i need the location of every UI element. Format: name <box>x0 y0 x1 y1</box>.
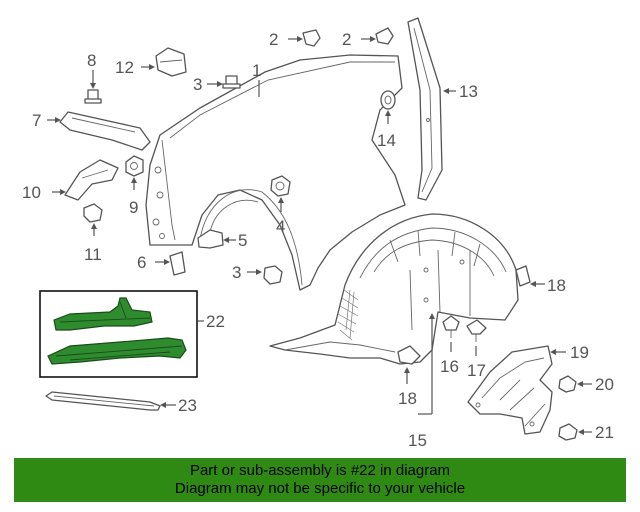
callout-17: 17 <box>467 361 486 380</box>
banner-line-1: Part or sub-assembly is #22 in diagram <box>189 462 451 479</box>
part-2-clip-a[interactable] <box>302 29 321 47</box>
callout-16: 16 <box>440 357 459 376</box>
callout-18a: 18 <box>547 276 566 295</box>
callout-4: 4 <box>276 217 285 236</box>
callout-15: 15 <box>408 431 427 450</box>
callout-1: 1 <box>252 61 261 80</box>
callout-3a: 3 <box>193 75 202 94</box>
part-15-wheelhouse-liner[interactable] <box>269 213 519 365</box>
part-11-bolt[interactable] <box>83 203 103 223</box>
part-10-bracket[interactable] <box>64 159 119 201</box>
callout-3b: 3 <box>232 263 241 282</box>
callout-13: 13 <box>459 82 478 101</box>
callout-2b: 2 <box>342 30 351 49</box>
part-8-bolt[interactable] <box>84 89 102 104</box>
callout-22: 22 <box>206 312 225 331</box>
part-16-pin[interactable] <box>442 315 460 338</box>
part-14-plug[interactable] <box>380 90 396 110</box>
callout-6: 6 <box>137 253 146 272</box>
part-13-seal[interactable] <box>407 17 443 201</box>
callout-20: 20 <box>595 375 614 394</box>
part-7-bracket[interactable] <box>59 111 151 151</box>
part-18-retainer-b[interactable] <box>397 345 421 365</box>
callout-12: 12 <box>115 58 134 77</box>
part-4-nut[interactable] <box>270 175 291 197</box>
callout-19: 19 <box>570 343 589 362</box>
callout-7: 7 <box>32 111 41 130</box>
banner-line-2: Diagram may not be specific to your vehi… <box>174 480 466 497</box>
part-3-bolt-b[interactable] <box>263 265 283 285</box>
part-3-bolt-a[interactable] <box>222 75 241 89</box>
part-1-fender[interactable] <box>145 54 406 291</box>
part-12-bracket[interactable] <box>155 47 187 77</box>
callout-23: 23 <box>178 396 197 415</box>
part-22-seal-upper[interactable] <box>53 297 153 331</box>
part-22-seal-lower[interactable] <box>47 337 187 365</box>
part-19-splash-shield[interactable] <box>467 345 553 435</box>
part-20-fastener[interactable] <box>558 375 577 393</box>
callout-11: 11 <box>84 245 102 264</box>
part-18-retainer-a[interactable] <box>515 265 531 287</box>
callout-2a: 2 <box>269 30 278 49</box>
part-5-retainer[interactable] <box>197 229 224 249</box>
callout-21: 21 <box>595 423 614 442</box>
part-2-clip-b[interactable] <box>375 27 394 45</box>
callout-14: 14 <box>377 131 396 150</box>
part-23-molding[interactable] <box>45 391 161 411</box>
part-21-fastener[interactable] <box>558 423 578 441</box>
callout-10: 10 <box>22 183 41 202</box>
part-6-clip[interactable] <box>169 251 186 276</box>
info-banner: Part or sub-assembly is #22 in diagram D… <box>14 458 626 502</box>
part-9-nut[interactable] <box>125 155 144 177</box>
callout-9: 9 <box>129 198 138 217</box>
part-17-pin[interactable] <box>466 319 487 342</box>
callout-18b: 18 <box>398 389 417 408</box>
parts-diagram: 1 2 2 3 3 4 5 6 7 <box>22 17 614 450</box>
callout-8: 8 <box>87 51 96 70</box>
callout-5: 5 <box>238 231 247 250</box>
